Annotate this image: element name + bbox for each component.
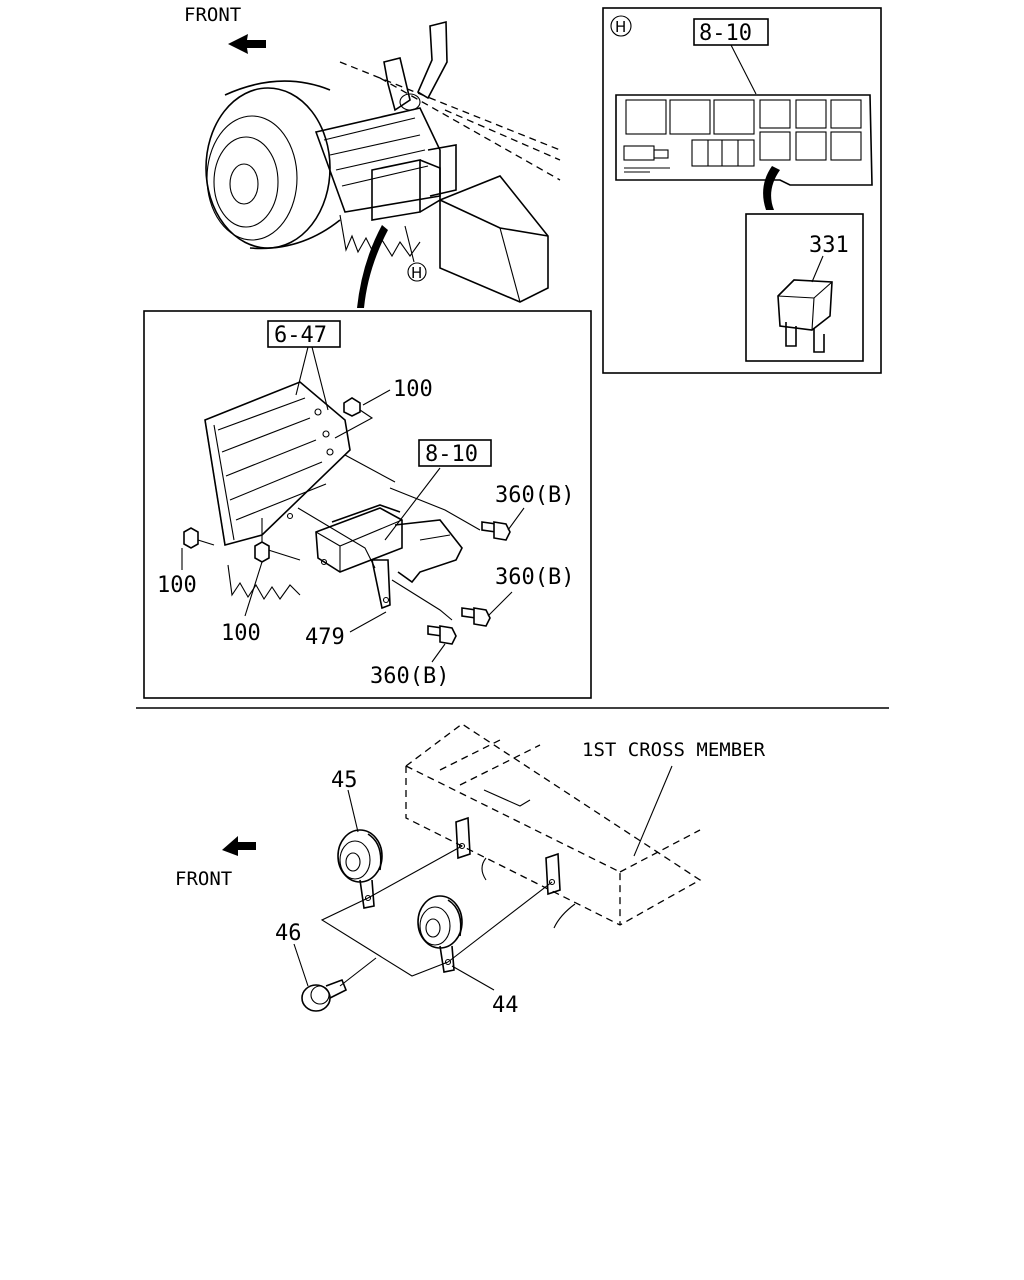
front-label-top: FRONT: [184, 4, 241, 26]
part-44: 44: [492, 993, 519, 1018]
part-100-b: 100: [157, 573, 197, 598]
part-46: 46: [275, 921, 302, 946]
detail-h-panel: H 8-10 331: [602, 7, 882, 374]
detail-h-label: H: [615, 18, 626, 36]
truck-overview: H: [205, 20, 561, 308]
front-arrow-bottom: [222, 836, 256, 856]
front-arrow-top: [228, 34, 266, 54]
callout-h: H: [411, 264, 422, 282]
part-360b-b: 360(B): [495, 565, 574, 590]
ref-8-10-detail: 8-10: [699, 21, 752, 46]
ref-8-10-bracket: 8-10: [425, 442, 478, 467]
part-45: 45: [331, 768, 358, 793]
cross-member-label: 1ST CROSS MEMBER: [582, 739, 766, 761]
part-100-a: 100: [393, 377, 433, 402]
part-360b-a: 360(B): [495, 483, 574, 508]
part-360b-c: 360(B): [370, 664, 449, 689]
part-479: 479: [305, 625, 345, 650]
ref-6-47: 6-47: [274, 323, 327, 348]
part-100-c: 100: [221, 621, 261, 646]
part-331: 331: [809, 233, 849, 258]
front-label-bottom: FRONT: [175, 868, 232, 890]
bracket-detail-panel: 6-47: [143, 310, 592, 699]
horn-section: FRONT 1ST CROSS MEMBER: [175, 723, 766, 1018]
